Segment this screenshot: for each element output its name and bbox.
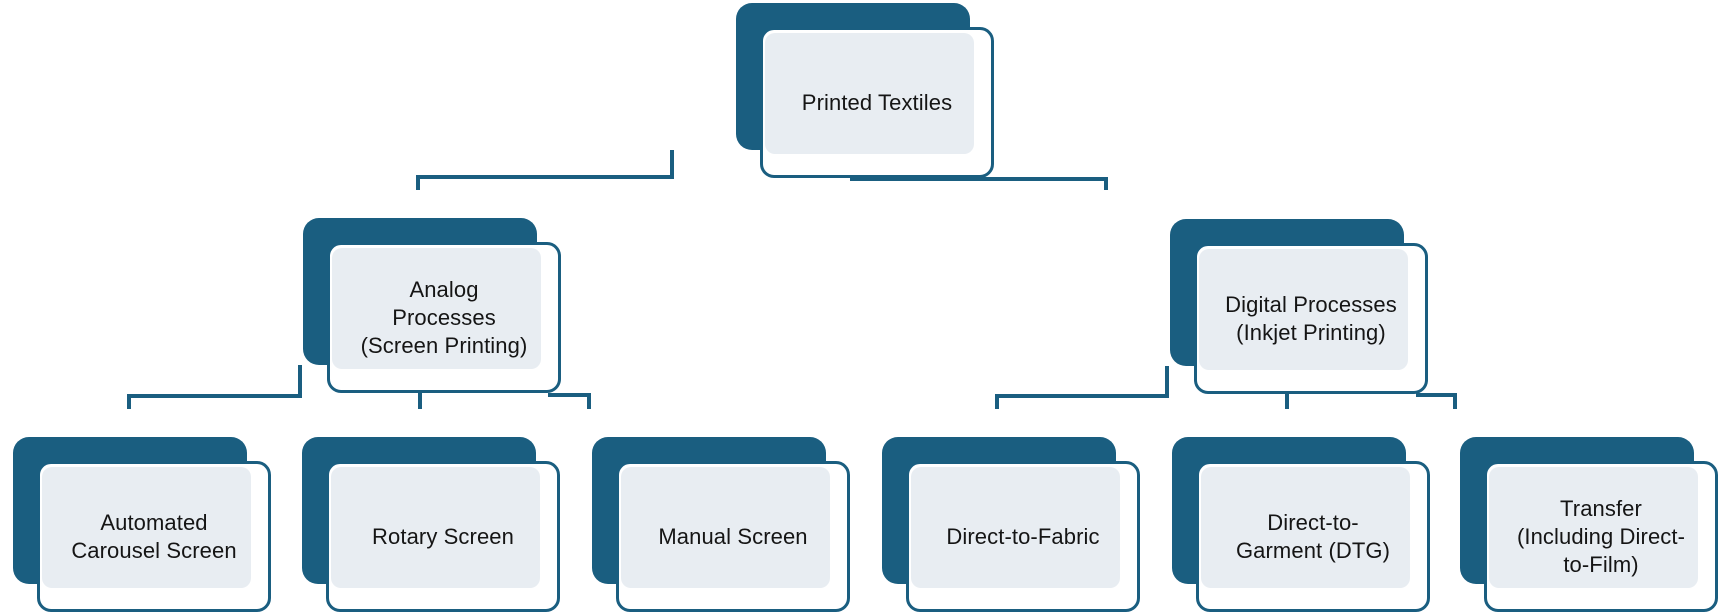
card-front-layer: Printed Textiles xyxy=(760,27,994,178)
node-automated-carousel-screen: Automated Carousel Screen xyxy=(13,437,271,612)
card-fill-layer xyxy=(911,467,1120,588)
card-front-layer: Analog Processes (Screen Printing) xyxy=(327,242,561,393)
card-front-layer: Direct-to-Fabric xyxy=(906,461,1140,612)
node-analog-processes: Analog Processes (Screen Printing) xyxy=(303,218,561,393)
node-label: Digital Processes (Inkjet Printing) xyxy=(1225,291,1397,345)
connector-analog-to-manual xyxy=(548,393,591,409)
node-label: Transfer (Including Direct- to-Film) xyxy=(1516,495,1686,577)
connector-digital-to-fabric xyxy=(995,366,1169,409)
node-label: Direct-to-Fabric xyxy=(946,523,1100,549)
node-label: Automated Carousel Screen xyxy=(71,509,237,563)
card-front-layer: Manual Screen xyxy=(616,461,850,612)
card-front-layer: Rotary Screen xyxy=(326,461,560,612)
node-direct-to-fabric: Direct-to-Fabric xyxy=(882,437,1140,612)
connector-digital-to-transfer xyxy=(1416,393,1457,409)
card-fill-layer xyxy=(1199,249,1408,370)
card-fill-layer xyxy=(42,467,251,588)
card-front-layer: Transfer (Including Direct- to-Film) xyxy=(1484,461,1718,612)
card-fill-layer xyxy=(765,33,974,154)
node-digital-processes: Digital Processes (Inkjet Printing) xyxy=(1170,219,1428,394)
node-rotary-screen: Rotary Screen xyxy=(302,437,560,612)
card-fill-layer xyxy=(1201,467,1410,588)
card-front-layer: Automated Carousel Screen xyxy=(37,461,271,612)
node-transfer-direct-to-film: Transfer (Including Direct- to-Film) xyxy=(1460,437,1718,612)
node-label: Direct-to- Garment (DTG) xyxy=(1235,509,1391,563)
node-manual-screen: Manual Screen xyxy=(592,437,850,612)
card-front-layer: Digital Processes (Inkjet Printing) xyxy=(1194,243,1428,394)
card-fill-layer xyxy=(331,467,540,588)
connector-root-to-analog xyxy=(416,150,674,190)
card-front-layer: Direct-to- Garment (DTG) xyxy=(1196,461,1430,612)
node-label: Manual Screen xyxy=(658,523,808,549)
node-label: Printed Textiles xyxy=(801,89,953,115)
card-fill-layer xyxy=(332,248,541,369)
node-label: Rotary Screen xyxy=(372,523,514,549)
card-fill-layer xyxy=(621,467,830,588)
node-direct-to-garment-dtg: Direct-to- Garment (DTG) xyxy=(1172,437,1430,612)
card-fill-layer xyxy=(1489,467,1698,588)
node-label: Analog Processes (Screen Printing) xyxy=(360,276,528,358)
connector-analog-to-automated xyxy=(127,365,302,409)
node-printed-textiles: Printed Textiles xyxy=(736,3,994,178)
